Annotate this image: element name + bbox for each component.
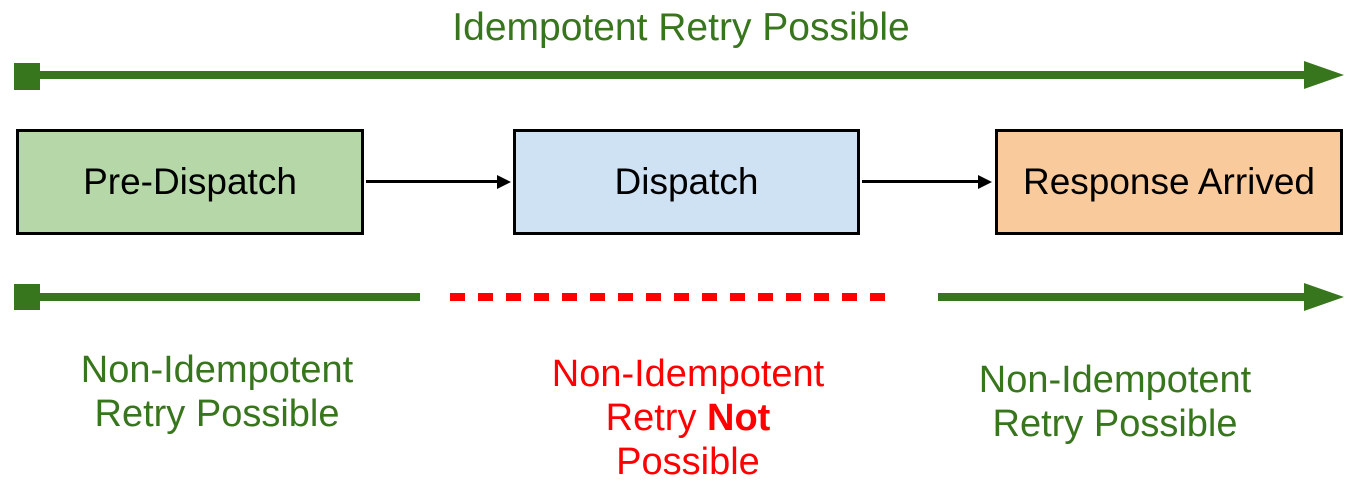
stage-label-response-arrived: Response Arrived — [1022, 161, 1316, 202]
bottom-label-middle: Non-Idempotent Retry Not Possible — [513, 352, 863, 484]
stage-label-pre-dispatch: Pre-Dispatch — [83, 161, 297, 202]
top-arrow-line — [27, 71, 1305, 79]
top-arrowhead-icon — [1304, 61, 1344, 89]
connector-2-line — [862, 180, 979, 183]
bottom-label-right-line2: Retry Possible — [992, 403, 1238, 445]
bottom-arrow-right-segment — [938, 293, 1305, 301]
bottom-label-middle-line2: Retry Not — [513, 396, 863, 440]
stage-label-dispatch: Dispatch — [614, 161, 759, 202]
connector-1-line — [366, 180, 498, 183]
bottom-label-right-line1: Non-Idempotent — [978, 359, 1252, 401]
bottom-label-middle-line3: Possible — [616, 441, 760, 483]
bottom-label-middle-line2-bold: Not — [707, 397, 771, 439]
bottom-label-left: Non-Idempotent Retry Possible — [42, 348, 392, 436]
bottom-label-right: Non-Idempotent Retry Possible — [940, 358, 1290, 446]
stage-box-dispatch: Dispatch — [513, 129, 860, 235]
bottom-arrow-dashed-segment — [450, 293, 895, 301]
stage-box-pre-dispatch: Pre-Dispatch — [16, 129, 364, 235]
bottom-label-left-line1: Non-Idempotent — [80, 349, 354, 391]
connector-2-arrowhead-icon — [978, 175, 992, 189]
connector-1-arrowhead-icon — [497, 175, 511, 189]
diagram-title: Idempotent Retry Possible — [452, 6, 910, 49]
bottom-label-middle-line2-prefix: Retry — [605, 397, 708, 439]
bottom-arrowhead-icon — [1304, 283, 1344, 311]
bottom-label-middle-line1: Non-Idempotent — [551, 353, 825, 395]
stage-box-response-arrived: Response Arrived — [995, 129, 1343, 235]
bottom-arrow-left-segment — [27, 293, 420, 301]
bottom-label-left-line2: Retry Possible — [94, 393, 340, 435]
